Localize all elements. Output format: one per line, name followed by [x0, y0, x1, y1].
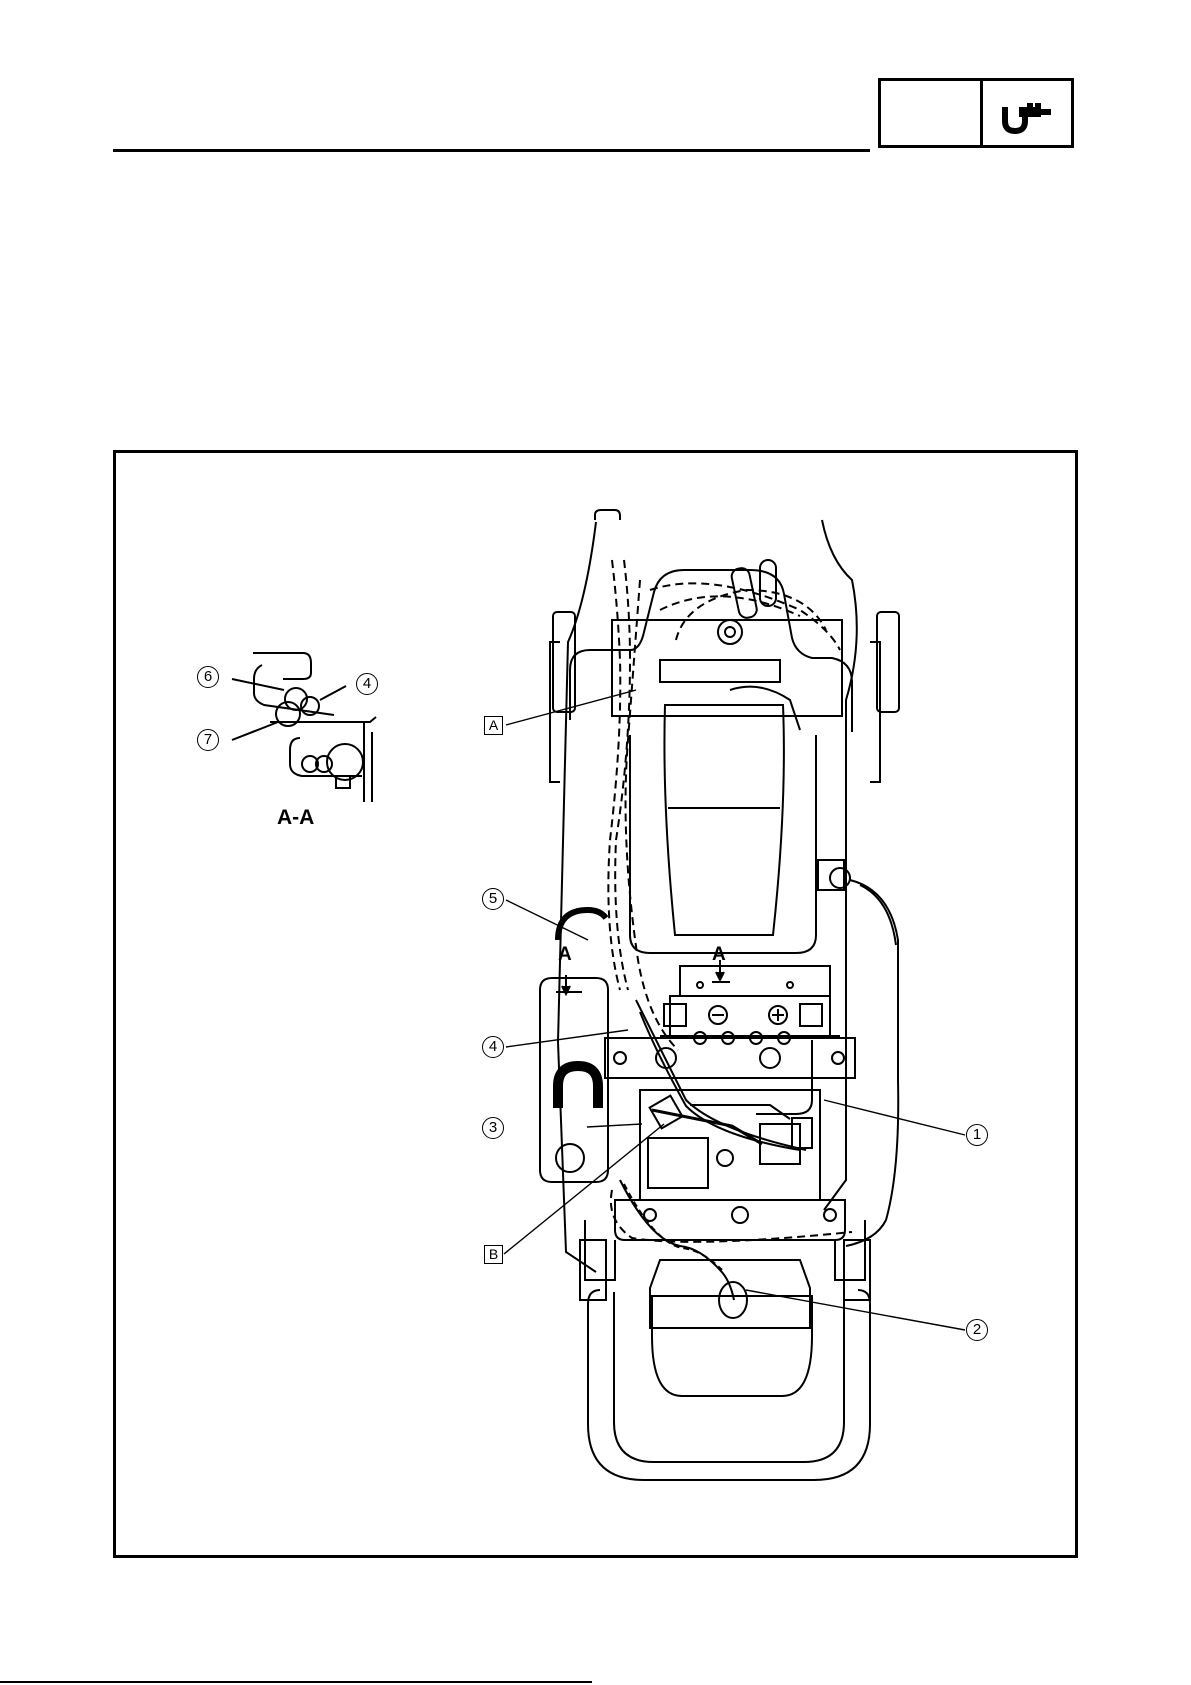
frame-body — [540, 510, 899, 1480]
section-label-a-a: A-A — [277, 806, 314, 830]
leader-lines — [504, 690, 965, 1330]
callout-3: 3 — [482, 1117, 504, 1139]
callout-1: 1 — [966, 1124, 988, 1146]
callout-6: 6 — [197, 666, 219, 688]
callout-2: 2 — [966, 1319, 988, 1341]
section-arrow-label-right: A — [712, 944, 726, 966]
callout-5: 5 — [482, 888, 504, 910]
callout-4-inset: 4 — [356, 673, 378, 695]
footer-rule — [0, 1681, 592, 1683]
callout-4-main: 4 — [482, 1036, 504, 1058]
section-a-a-drawing — [232, 653, 376, 802]
box-label-a: A — [484, 716, 503, 735]
section-arrow-label-left: A — [558, 944, 572, 966]
box-label-b: B — [484, 1245, 503, 1264]
callout-7: 7 — [197, 729, 219, 751]
